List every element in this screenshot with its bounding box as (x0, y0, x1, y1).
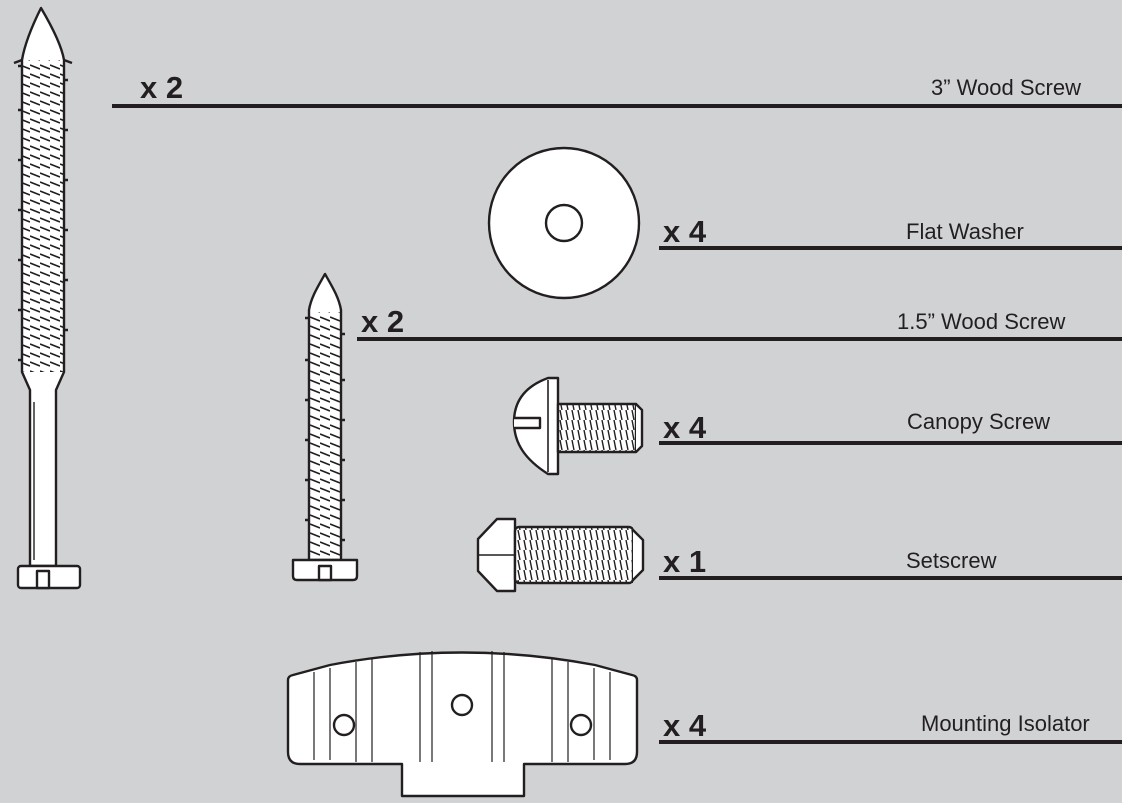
hex-setscrew-icon (476, 517, 645, 593)
part-name-label: 1.5” Wood Screw (897, 309, 1066, 334)
leader-line (112, 104, 1122, 108)
part-name-label: 3” Wood Screw (931, 75, 1081, 100)
part-name-label: Setscrew (906, 548, 997, 573)
canopy-screw-icon (512, 376, 644, 476)
leader-line (659, 246, 1122, 250)
quantity-label: x 2 (140, 70, 184, 105)
quantity-label: x 4 (663, 410, 707, 445)
part-name-label: Canopy Screw (907, 409, 1051, 434)
quantity-label: x 2 (361, 304, 405, 339)
mounting-isolator-icon (286, 651, 639, 798)
quantity-label: x 4 (663, 708, 707, 743)
leader-line (659, 576, 1122, 580)
part-name-label: Flat Washer (906, 219, 1024, 244)
quantity-label: x 4 (663, 214, 707, 249)
leader-line (659, 740, 1122, 744)
quantity-label: x 1 (663, 544, 707, 579)
leader-line (357, 337, 1122, 341)
flat-washer-icon (487, 146, 641, 300)
short-wood-screw-icon (291, 272, 359, 582)
leader-line (659, 441, 1122, 445)
part-name-label: Mounting Isolator (921, 711, 1090, 736)
long-wood-screw-icon (13, 6, 82, 590)
